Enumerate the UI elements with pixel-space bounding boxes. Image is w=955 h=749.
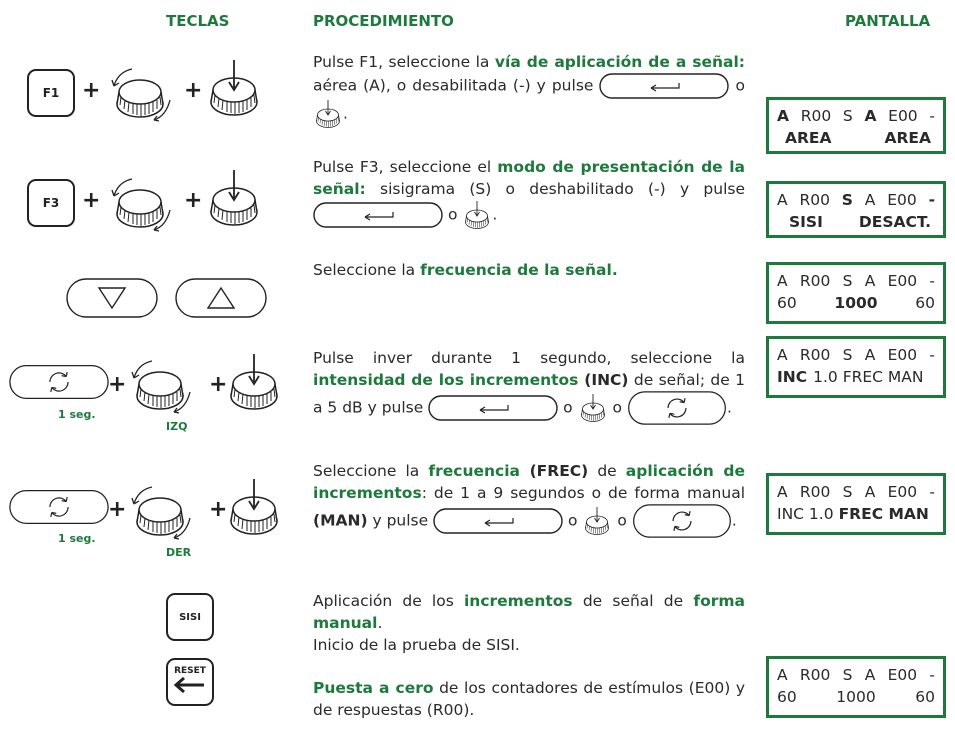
f1-key[interactable]: F1 (27, 69, 75, 117)
enter-key-icon[interactable] (428, 395, 558, 421)
reset-key-label: RESET (174, 666, 206, 676)
rotary-knob-press-icon[interactable] (224, 477, 284, 537)
rotary-knob-turn-left-icon[interactable] (120, 356, 200, 416)
knob-press-icon[interactable] (582, 506, 612, 536)
invert-key-icon[interactable] (627, 391, 727, 425)
rotary-knob-turn-icon[interactable] (100, 174, 180, 234)
header-procedure: PROCEDIMIENTO (313, 12, 454, 30)
plus-sign: + (108, 372, 127, 397)
step-5-text: Seleccione la frecuencia (FREC) de aplic… (313, 460, 745, 538)
step-6-text: Aplicación de los incrementos de señal d… (313, 592, 745, 654)
hold-duration-label: 1 seg. (58, 408, 96, 421)
invert-key[interactable] (9, 363, 109, 401)
direction-left-label: IZQ (166, 420, 188, 433)
plus-sign: + (209, 497, 228, 522)
plus-sign: + (209, 372, 228, 397)
header-screen: PANTALLA (845, 12, 931, 30)
plus-sign: + (184, 78, 203, 103)
step-3-text: Seleccione la frecuencia de la señal. (313, 261, 618, 279)
rotary-knob-turn-icon[interactable] (100, 64, 180, 124)
plus-sign: + (82, 78, 101, 103)
rotary-knob-turn-right-icon[interactable] (120, 482, 200, 542)
reset-arrow-icon (173, 676, 204, 694)
reset-key[interactable]: RESET (166, 658, 214, 706)
f1-key-label: F1 (42, 86, 60, 100)
plus-sign: + (108, 497, 127, 522)
step-7-text: Puesta a cero de los contadores de estím… (313, 679, 745, 719)
knob-press-icon[interactable] (578, 393, 608, 423)
rotary-knob-press-icon[interactable] (224, 352, 284, 412)
invert-key[interactable] (9, 488, 109, 526)
header-keys: TECLAS (166, 12, 230, 30)
invert-key-icon[interactable] (632, 504, 732, 538)
down-arrow-key[interactable] (66, 278, 158, 318)
sisi-key[interactable]: SISI (166, 593, 214, 641)
f3-key[interactable]: F3 (27, 179, 75, 227)
enter-key-icon[interactable] (433, 508, 563, 534)
plus-sign: + (184, 188, 203, 213)
enter-key-icon[interactable] (313, 202, 443, 228)
step-2-text: Pulse F3, seleccione el modo de presenta… (313, 156, 745, 230)
enter-key-icon[interactable] (599, 73, 729, 99)
plus-sign: + (82, 188, 101, 213)
knob-press-icon[interactable] (313, 99, 343, 129)
knob-press-icon[interactable] (462, 200, 492, 230)
hold-duration-label: 1 seg. (58, 532, 96, 545)
direction-right-label: DER (166, 546, 192, 559)
rotary-knob-press-icon[interactable] (204, 58, 264, 118)
sisi-key-label: SISI (179, 611, 201, 623)
up-arrow-key[interactable] (175, 278, 267, 318)
step-4-text: Pulse inver durante 1 segundo, seleccion… (313, 347, 745, 425)
f3-key-label: F3 (42, 196, 60, 210)
rotary-knob-press-icon[interactable] (204, 168, 264, 228)
step-1-text: Pulse F1, seleccione la vía de aplicació… (313, 51, 745, 129)
